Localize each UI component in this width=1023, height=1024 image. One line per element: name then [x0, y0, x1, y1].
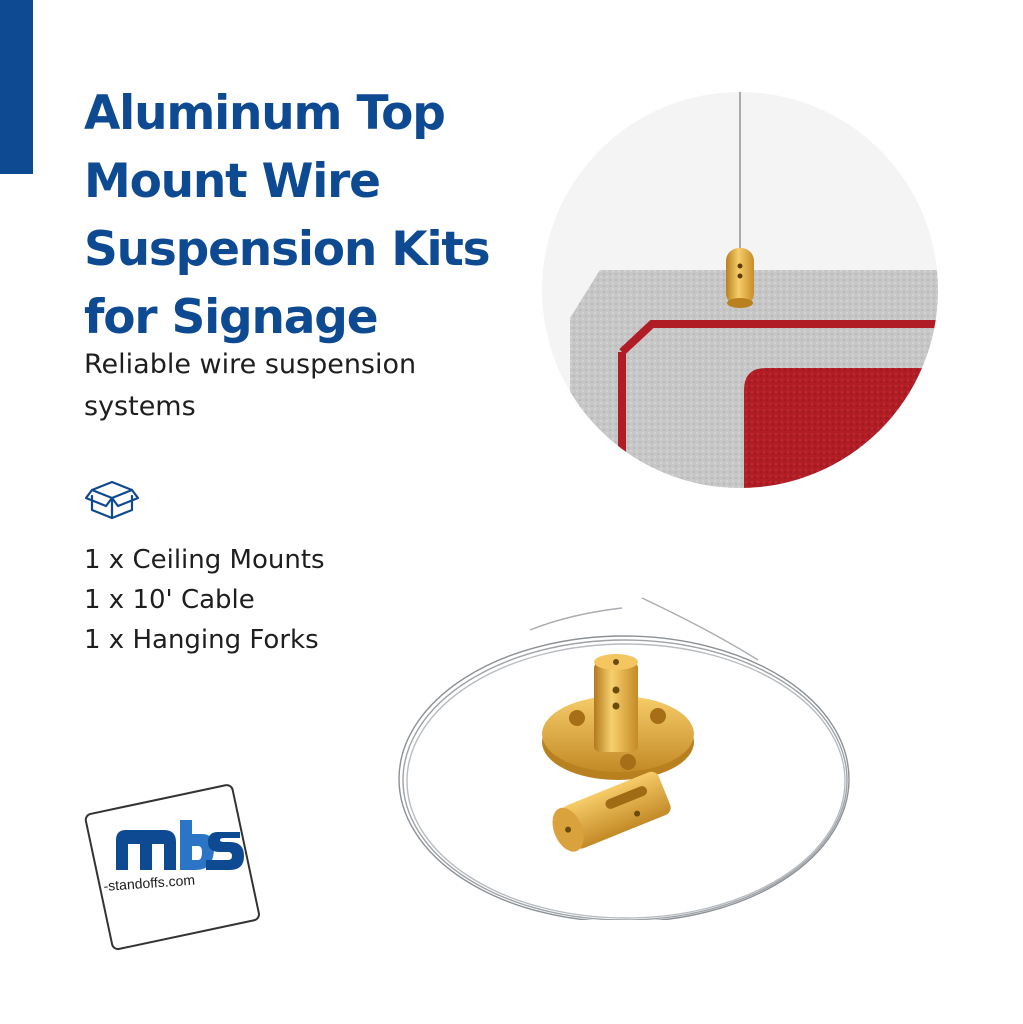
contents-item: 1 x Ceiling Mounts: [84, 545, 325, 575]
detail-photo: [542, 92, 938, 488]
sign-red-field: [744, 368, 938, 488]
title-line-3: Suspension Kits: [84, 222, 491, 277]
sign-stripe: [619, 320, 938, 355]
page-title: Aluminum Top Mount Wire Suspension Kits …: [84, 80, 524, 352]
logo-mark: [116, 820, 244, 870]
product-photo: [398, 597, 850, 920]
coiled-cable: [398, 597, 850, 920]
title-line-4: for Signage: [84, 290, 379, 345]
contents-item: 1 x 10' Cable: [84, 585, 255, 615]
contents-item: 1 x Hanging Forks: [84, 625, 319, 655]
package-contents: 1 x Ceiling Mounts 1 x 10' Cable 1 x Han…: [84, 540, 325, 660]
mount-fitting: [726, 248, 754, 308]
accent-bar: [0, 0, 33, 174]
brand-logo: [84, 784, 260, 951]
title-line-2: Mount Wire: [84, 154, 381, 209]
title-line-1: Aluminum Top: [84, 86, 446, 141]
hanging-fork: [552, 771, 671, 852]
box-icon: [84, 480, 140, 520]
ceiling-mount: [542, 654, 694, 780]
subtitle: Reliable wire suspension systems: [84, 349, 417, 422]
